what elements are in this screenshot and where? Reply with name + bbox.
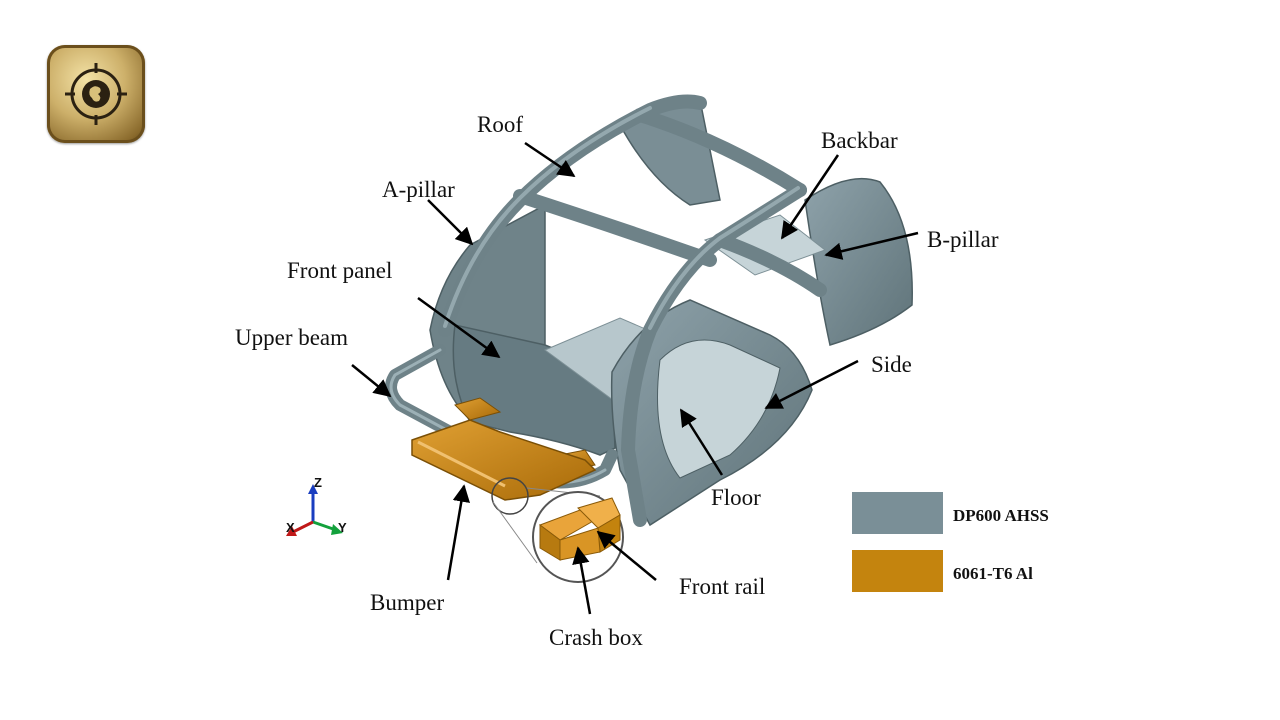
roof-rail-tube bbox=[713, 233, 827, 297]
arrow-b-pillar bbox=[824, 231, 919, 260]
vehicle-frame bbox=[385, 94, 913, 527]
label-front-rail: Front rail bbox=[679, 574, 765, 599]
label-side: Side bbox=[871, 352, 912, 377]
arrow-bumper bbox=[446, 484, 470, 581]
legend-label-6061: 6061-T6 Al bbox=[953, 564, 1033, 583]
legend-swatch-dp600 bbox=[852, 492, 943, 534]
arrow-crash-box bbox=[572, 546, 592, 615]
logo-emblem-icon bbox=[47, 45, 145, 143]
crash-box-detail bbox=[491, 477, 624, 583]
arrow-backbar bbox=[780, 154, 840, 240]
axis-y-label: Y bbox=[338, 520, 347, 535]
rear-side-panel bbox=[804, 177, 913, 346]
axis-z-label: Z bbox=[314, 475, 322, 490]
arrow-a-pillar bbox=[427, 199, 474, 246]
bumper-bar bbox=[411, 419, 597, 501]
arrow-roof bbox=[524, 141, 576, 178]
label-bumper: Bumper bbox=[370, 590, 444, 615]
roof-cross-tube bbox=[513, 189, 717, 267]
part-labels: Roof Backbar A-pillar B-pillar Front pan… bbox=[235, 112, 999, 650]
label-floor: Floor bbox=[711, 485, 761, 510]
front-rail-left bbox=[454, 397, 502, 421]
arrow-upper-beam bbox=[351, 364, 392, 398]
label-upper-beam: Upper beam bbox=[235, 325, 348, 350]
label-a-pillar: A-pillar bbox=[382, 177, 455, 202]
arrow-front-rail bbox=[596, 530, 657, 581]
label-front-panel: Front panel bbox=[287, 258, 392, 283]
label-backbar: Backbar bbox=[821, 128, 898, 153]
axis-x-label: X bbox=[286, 520, 295, 535]
legend-swatch-6061 bbox=[852, 550, 943, 592]
axis-triad: Z Y X bbox=[286, 475, 347, 536]
back-wall bbox=[618, 99, 721, 206]
backbar-tube bbox=[633, 108, 807, 197]
material-legend: DP600 AHSS 6061-T6 Al bbox=[852, 492, 1049, 592]
arrow-floor bbox=[679, 408, 724, 476]
label-crash-box: Crash box bbox=[549, 625, 643, 650]
label-b-pillar: B-pillar bbox=[927, 227, 999, 252]
arrow-side bbox=[764, 359, 859, 410]
side-opening bbox=[657, 339, 781, 479]
leader-arrows bbox=[351, 141, 919, 615]
label-roof: Roof bbox=[477, 112, 523, 137]
legend-label-dp600: DP600 AHSS bbox=[953, 506, 1049, 525]
arrow-front-panel bbox=[417, 296, 501, 359]
